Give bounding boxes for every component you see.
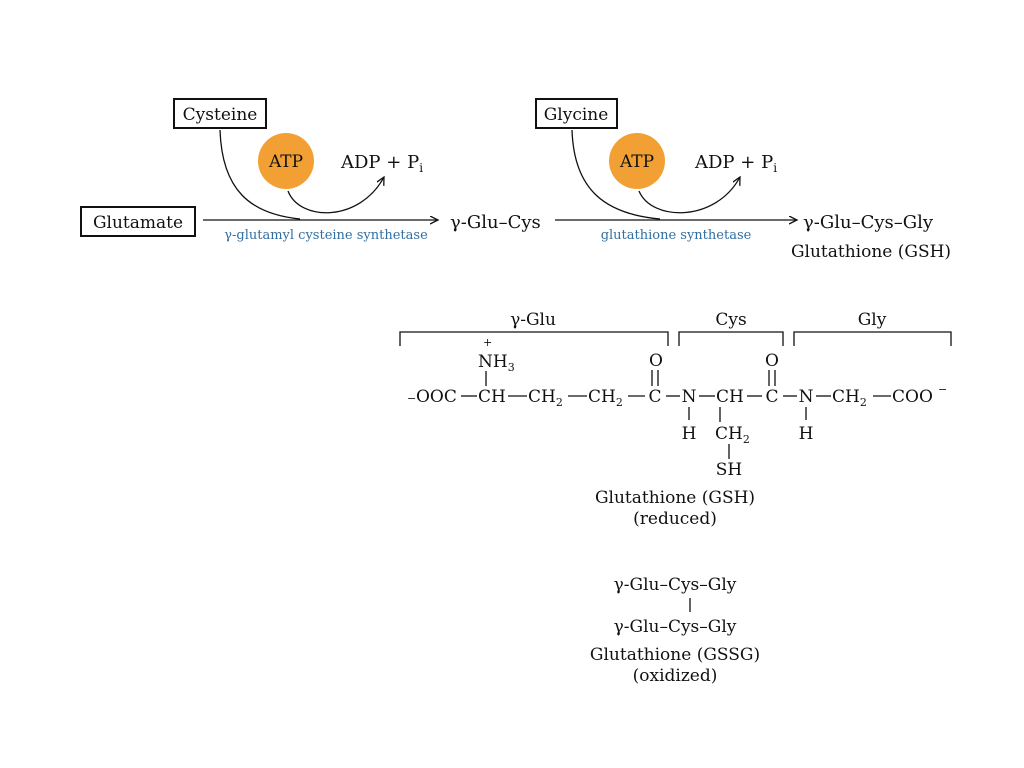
amide-n-1: N [682, 387, 697, 407]
glutamate-label: Glutamate [93, 213, 183, 233]
carbonyl-c-1: C [648, 387, 661, 407]
glycine-label: Glycine [544, 105, 609, 125]
bracket-cys-label: Cys [715, 310, 746, 330]
bracket-gly [793, 331, 952, 346]
product-label: γ-Glu–Cys–Gly [803, 212, 934, 233]
amide-n-2: N [799, 387, 814, 407]
ch2-a: CH2 [528, 387, 563, 409]
charge-minus-left: − [407, 392, 416, 405]
atp-circle-2 [609, 133, 665, 189]
intermediate-label: γ-Glu–Cys [450, 212, 541, 233]
cysteine-box [173, 98, 267, 129]
enzyme-label-1: γ-glutamyl cysteine synthetase [224, 228, 428, 243]
gsh-state: (reduced) [633, 509, 717, 529]
adp-pi-label-2: ADP + Pi [694, 152, 777, 175]
coo-group: COO [892, 387, 933, 407]
thiol-sh: SH [716, 460, 742, 480]
ooc-group: OOC [416, 387, 457, 407]
gssg-line-1: γ-Glu–Cys–Gly [614, 575, 737, 595]
ch2-c: CH2 [832, 387, 867, 409]
ch2-b: CH2 [588, 387, 623, 409]
atp-label-2: ATP [619, 152, 654, 172]
nh3-label: NH3 [478, 352, 515, 374]
atp-to-adp-curve-1 [287, 177, 384, 214]
charge-plus: + [483, 336, 492, 349]
bracket-glu [399, 331, 669, 346]
synthesis-pathway: Cysteine Glycine Glutamate ATP ATP ADP +… [80, 98, 951, 262]
glycine-box [535, 98, 618, 129]
carbonyl-o-1: O [649, 351, 663, 371]
carbonyl-o-2: O [765, 351, 779, 371]
gssg-block: γ-Glu–Cys–Gly γ-Glu–Cys–Gly Glutathione … [590, 575, 760, 686]
alpha-ch: CH [478, 387, 506, 407]
adp-pi-label-1: ADP + Pi [340, 152, 423, 175]
enzyme-label-2: glutathione synthetase [601, 228, 752, 243]
amide-h-2: H [799, 424, 814, 444]
glutamate-box [80, 206, 196, 237]
atp-circle-1 [258, 133, 314, 189]
bracket-glu-label: γ-Glu [510, 310, 556, 330]
gssg-name: Glutathione (GSSG) [590, 645, 760, 665]
amide-h-1: H [682, 424, 697, 444]
atp-to-adp-curve-2 [638, 177, 740, 214]
glycine-entry-curve [571, 129, 661, 220]
cys-alpha-ch: CH [716, 387, 744, 407]
atp-label-1: ATP [268, 152, 303, 172]
product-name-label: Glutathione (GSH) [791, 242, 951, 262]
cysteine-label: Cysteine [183, 105, 258, 125]
side-ch2: CH2 [715, 424, 750, 446]
gssg-line-2: γ-Glu–Cys–Gly [614, 617, 737, 637]
bracket-cys [678, 331, 784, 346]
gsh-name: Glutathione (GSH) [595, 488, 755, 508]
bracket-gly-label: Gly [858, 310, 887, 330]
carbonyl-c-2: C [765, 387, 778, 407]
gsh-structure: γ-Glu Cys Gly + NH3 O O − OOC CH CH2 CH2… [399, 310, 952, 529]
cysteine-entry-curve [219, 129, 301, 220]
gssg-state: (oxidized) [633, 666, 718, 686]
charge-minus-right: − [938, 383, 947, 396]
